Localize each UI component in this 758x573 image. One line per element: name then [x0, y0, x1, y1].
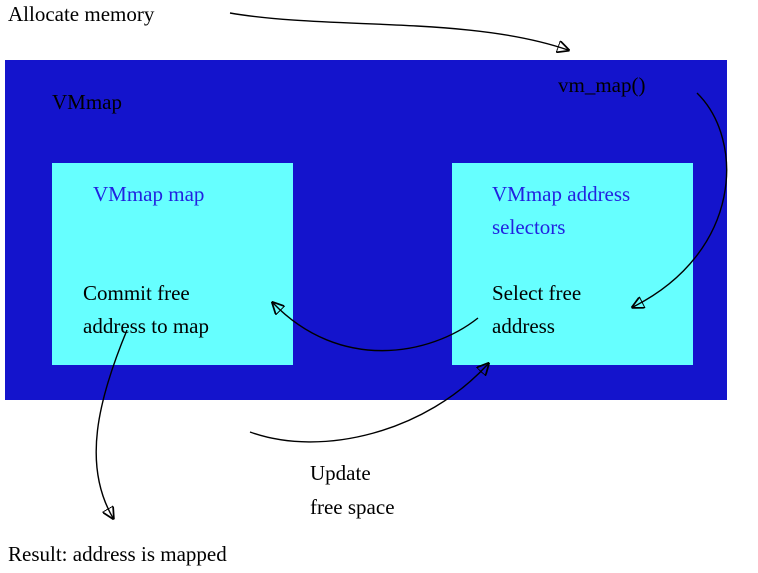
arrow-allocate-to-vmmap	[229, 12, 568, 50]
allocate-memory-label: Allocate memory	[8, 2, 155, 26]
commit-free-line1: Commit free	[83, 281, 190, 305]
vmmap-address-selectors-box: VMmap address selectors Select free addr…	[452, 163, 693, 365]
result-label: Result: address is mapped	[8, 542, 227, 566]
update-free-space-line1: Update	[310, 461, 371, 485]
vmmap-map-box: VMmap map Commit free address to map	[52, 163, 293, 365]
update-free-space-line2: free space	[310, 495, 395, 519]
vm-map-function-label: vm_map()	[558, 73, 646, 97]
commit-free-line2: address to map	[83, 314, 209, 338]
select-free-line2: address	[492, 314, 555, 338]
vmmap-label: VMmap	[52, 90, 122, 114]
selectors-title-line2: selectors	[492, 215, 566, 239]
selectors-title-line1: VMmap address	[492, 182, 631, 206]
select-free-line1: Select free	[492, 281, 582, 305]
vmmap-map-title: VMmap map	[93, 182, 205, 206]
